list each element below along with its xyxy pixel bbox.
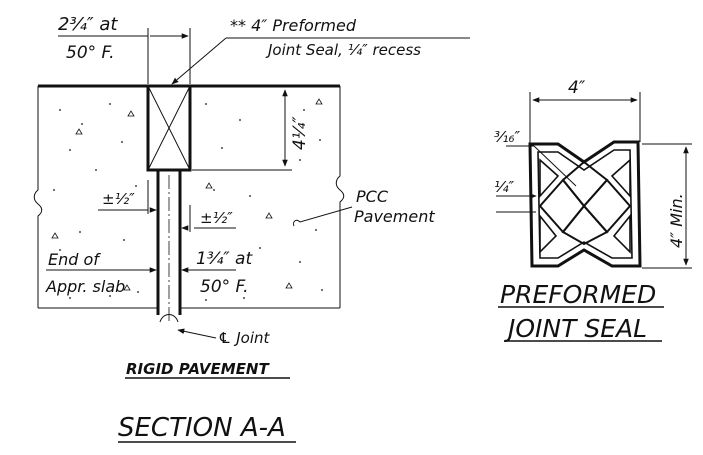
- seal-note-leader: [171, 37, 227, 85]
- pcc-leader: [293, 206, 353, 227]
- section-title: SECTION A-A: [118, 413, 286, 443]
- concrete-stipple: [51, 98, 323, 301]
- seal-note-line1: ** 4″ Preformed: [230, 16, 357, 35]
- pcc-label-line2: Pavement: [354, 207, 435, 226]
- seal-height-label: 4″ Min.: [667, 193, 686, 248]
- tolerance-left-label: ±¹⁄₂″: [102, 190, 135, 208]
- seal-316-label: ³⁄₁₆″: [494, 128, 521, 146]
- depth-dim-label: 4¹⁄₄″: [290, 116, 310, 150]
- gap-at-50-label-line2: 50° F.: [200, 277, 249, 297]
- gap-at-50-label-line1: 1³⁄₄″ at: [196, 249, 253, 269]
- joint-centerline-label: ℄ Joint: [218, 329, 270, 347]
- seal-outline: [528, 140, 642, 268]
- preformed-title-line1: PREFORMED: [500, 280, 656, 309]
- width-at-50-label-line2: 50° F.: [66, 43, 115, 63]
- break-line-left: [33, 86, 43, 308]
- seal-14-label: ¹⁄₄″: [494, 178, 515, 196]
- tolerance-right-label: ±¹⁄₂″: [200, 209, 233, 227]
- pcc-label-line1: PCC: [356, 187, 389, 206]
- preformed-seal-section: [146, 84, 192, 172]
- rigid-pavement-detail: [33, 28, 353, 379]
- width-at-50-label-line1: 2³⁄₄″ at: [58, 14, 118, 35]
- seal-note-line2: Joint Seal, ¹⁄₄″ recess: [265, 41, 421, 59]
- end-of-label-line2: Appr. slab: [45, 277, 125, 296]
- seal-width-label: 4″: [568, 78, 586, 98]
- preformed-title-line2: JOINT SEAL: [503, 314, 647, 343]
- rigid-pavement-title: RIGID PAVEMENT: [126, 360, 270, 378]
- preformed-seal-detail: [496, 92, 692, 342]
- end-of-label-line1: End of: [48, 250, 101, 269]
- break-line-right: [335, 86, 345, 308]
